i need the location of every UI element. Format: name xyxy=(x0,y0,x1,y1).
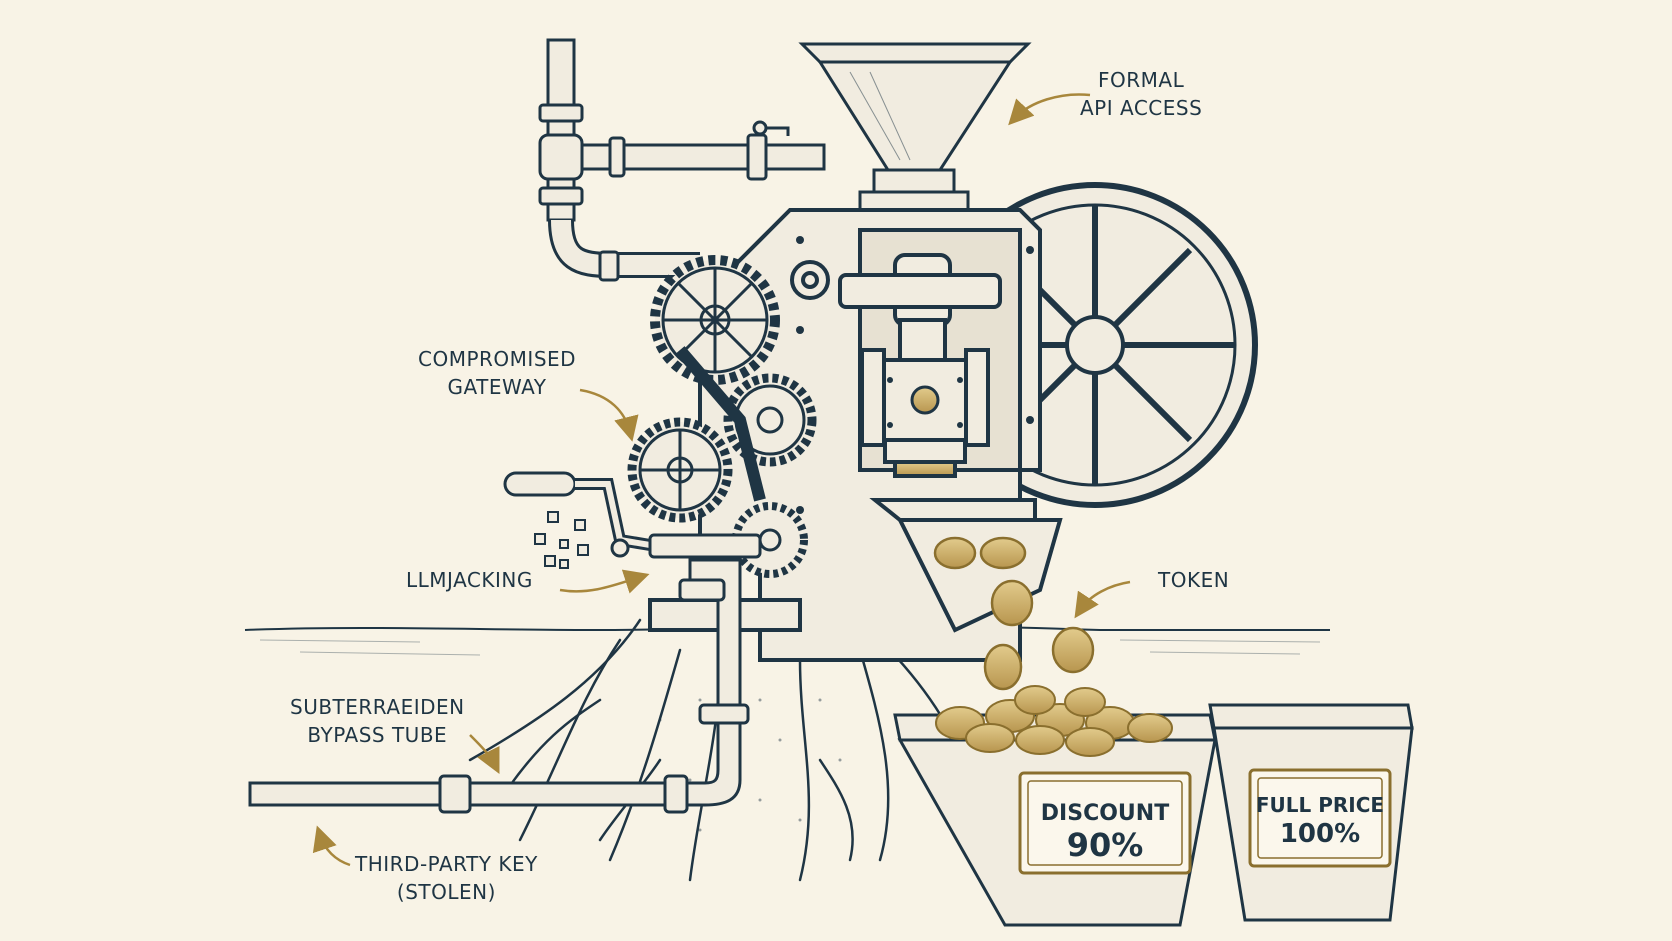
ground-hatching xyxy=(259,639,1321,656)
arrow-bypass xyxy=(469,734,500,774)
annotation-arrows xyxy=(312,93,1131,867)
label-stolen-key-line1: THIRD-PARTY KEY xyxy=(355,852,538,876)
label-llmjacking: LLMJACKING xyxy=(406,568,533,592)
discount-bin-title: DISCOUNT xyxy=(1041,801,1169,826)
arrow-stolen-key xyxy=(312,825,351,867)
label-formal-api-line1: FORMAL xyxy=(1098,68,1185,92)
label-gateway-line2: GATEWAY xyxy=(447,375,547,399)
label-stolen-key: THIRD-PARTY KEY (STOLEN) xyxy=(355,850,538,906)
label-compromised-gateway: COMPROMISED GATEWAY xyxy=(418,345,576,401)
full-price-bin-title: FULL PRICE xyxy=(1256,793,1384,817)
arrow-llmjacking xyxy=(559,569,650,594)
api-pipe xyxy=(538,38,826,282)
label-formal-api-access: FORMAL API ACCESS xyxy=(1080,66,1202,122)
falling-tokens xyxy=(933,536,1095,691)
token-pile xyxy=(935,685,1173,757)
label-formal-api-line2: API ACCESS xyxy=(1080,96,1203,120)
data-fragments xyxy=(534,511,589,569)
full-price-bin xyxy=(1208,703,1414,922)
arrow-token xyxy=(1074,580,1131,619)
funnel xyxy=(798,42,1032,212)
discount-bin-value: 90% xyxy=(1067,826,1144,864)
arrow-gateway xyxy=(579,388,639,442)
label-gateway-line1: COMPROMISED xyxy=(418,347,577,371)
label-bypass-tube: SUBTERRAEIDEN BYPASS TUBE xyxy=(290,693,465,749)
full-price-bin-value: 100% xyxy=(1280,819,1360,849)
hand-crank xyxy=(503,471,762,559)
arrow-formal-api xyxy=(1008,93,1091,126)
label-stolen-key-line2: (STOLEN) xyxy=(396,880,496,904)
label-bypass-line1: SUBTERRAEIDEN xyxy=(290,695,465,719)
label-token: TOKEN xyxy=(1158,568,1230,592)
label-bypass-line2: BYPASS TUBE xyxy=(307,723,448,747)
bypass-tube xyxy=(248,558,750,814)
